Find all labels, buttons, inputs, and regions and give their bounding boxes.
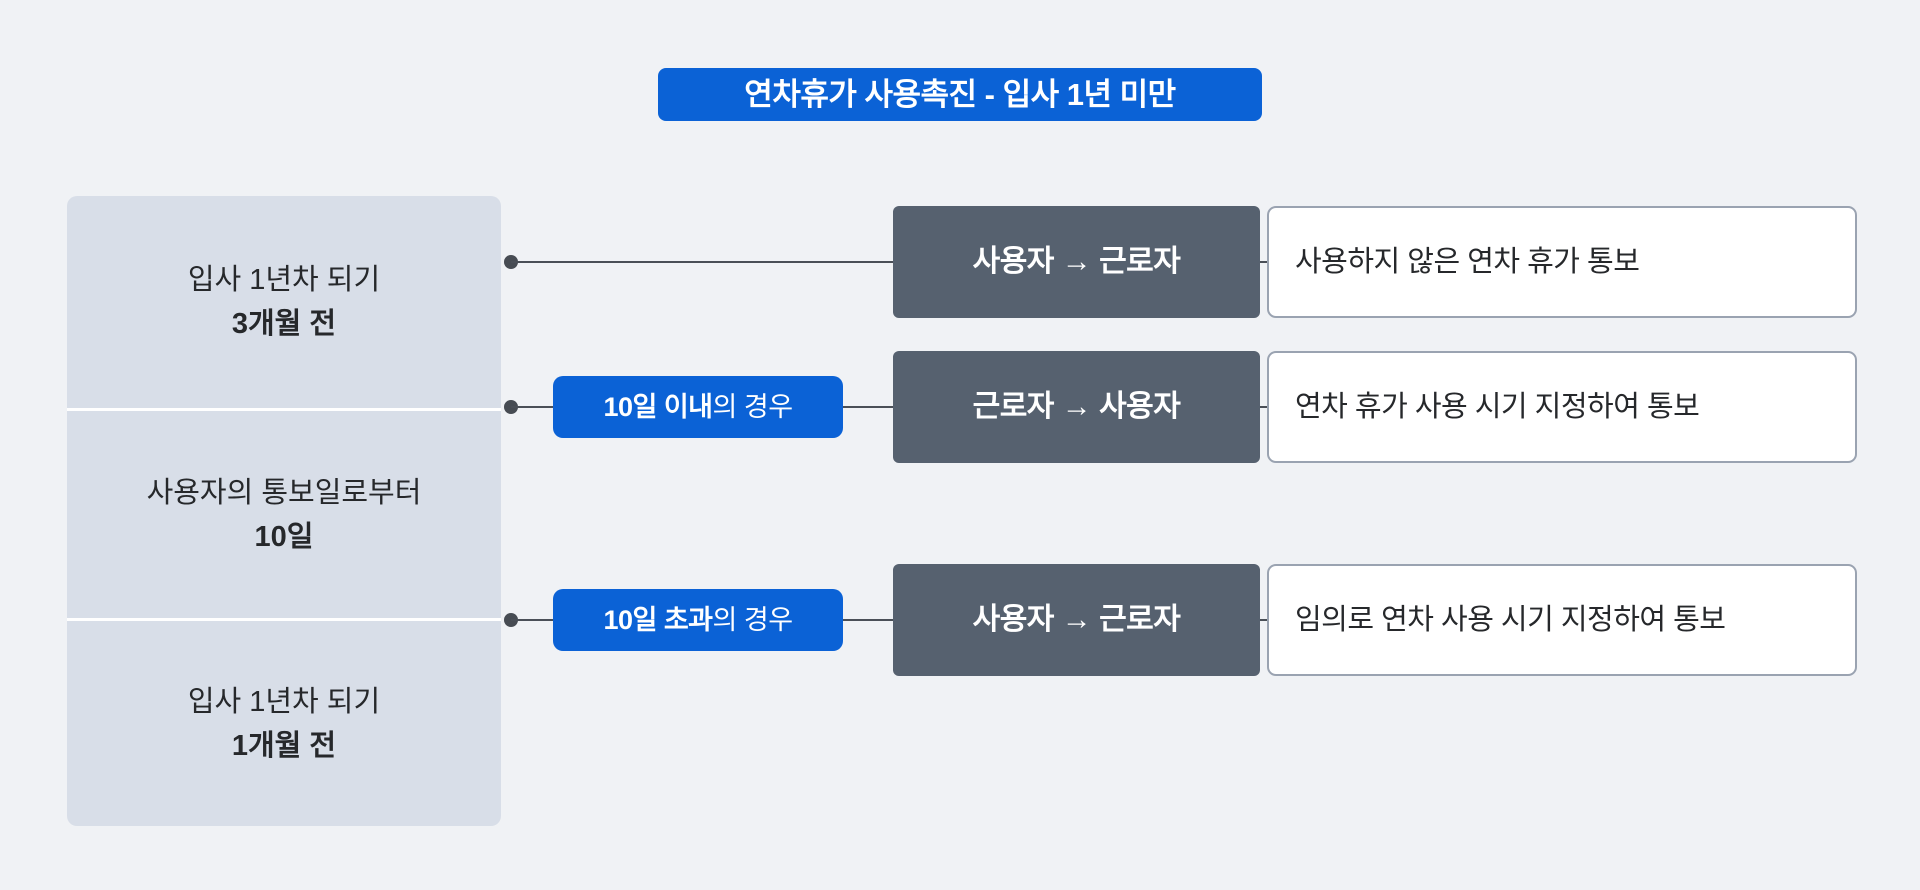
section-divider [67, 408, 501, 411]
actor-box-employee-to-employer-row2: 근로자 → 사용자 [893, 351, 1260, 463]
condition-rest-text: 의 경우 [712, 392, 794, 422]
timeline-section-line2: 3개월 전 [231, 308, 337, 340]
timeline-section-line2: 10일 [254, 520, 314, 553]
actor-box-employer-to-employee-row1: 사용자 → 근로자 [893, 206, 1260, 318]
condition-badge-over-10-days: 10일 초과의 경우 [553, 589, 843, 651]
condition-rest-text: 의 경우 [712, 605, 794, 635]
timeline-section-line1: 입사 1년차 되기 [187, 685, 381, 718]
connector-tick-row3 [1257, 619, 1267, 621]
diagram-title: 연차휴가 사용촉진 - 입사 1년 미만 [658, 68, 1262, 121]
condition-bold-text: 10일 이내 [603, 392, 713, 422]
timeline-section-line1: 사용자의 통보일로부터 [146, 476, 422, 509]
connector-line-row1 [511, 261, 893, 263]
timeline-section-10-days-from-notice: 사용자의 통보일로부터 10일 [67, 411, 501, 618]
description-box-row2: 연차 휴가 사용 시기 지정하여 통보 [1267, 351, 1857, 463]
connector-tick-row1 [1257, 261, 1267, 263]
description-box-row1: 사용하지 않은 연차 휴가 통보 [1267, 206, 1857, 318]
connector-tick-row2 [1257, 406, 1267, 408]
condition-bold-text: 10일 초과 [603, 605, 713, 635]
connector-line-row3-right [843, 619, 893, 621]
description-box-row3: 임의로 연차 사용 시기 지정하여 통보 [1267, 564, 1857, 676]
section-divider [67, 618, 501, 621]
timeline-panel: 입사 1년차 되기 3개월 전 사용자의 통보일로부터 10일 입사 1년차 되… [67, 196, 501, 826]
actor-box-employer-to-employee-row3: 사용자 → 근로자 [893, 564, 1260, 676]
connector-line-row2-right [843, 406, 893, 408]
timeline-section-3-months-before: 입사 1년차 되기 3개월 전 [67, 196, 501, 408]
connector-line-row2-left [511, 406, 554, 408]
timeline-section-line2: 1개월 전 [231, 729, 337, 762]
timeline-section-1-month-before: 입사 1년차 되기 1개월 전 [67, 621, 501, 826]
condition-badge-within-10-days: 10일 이내의 경우 [553, 376, 843, 438]
timeline-section-line1: 입사 1년차 되기 [187, 264, 381, 296]
connector-line-row3-left [511, 619, 554, 621]
